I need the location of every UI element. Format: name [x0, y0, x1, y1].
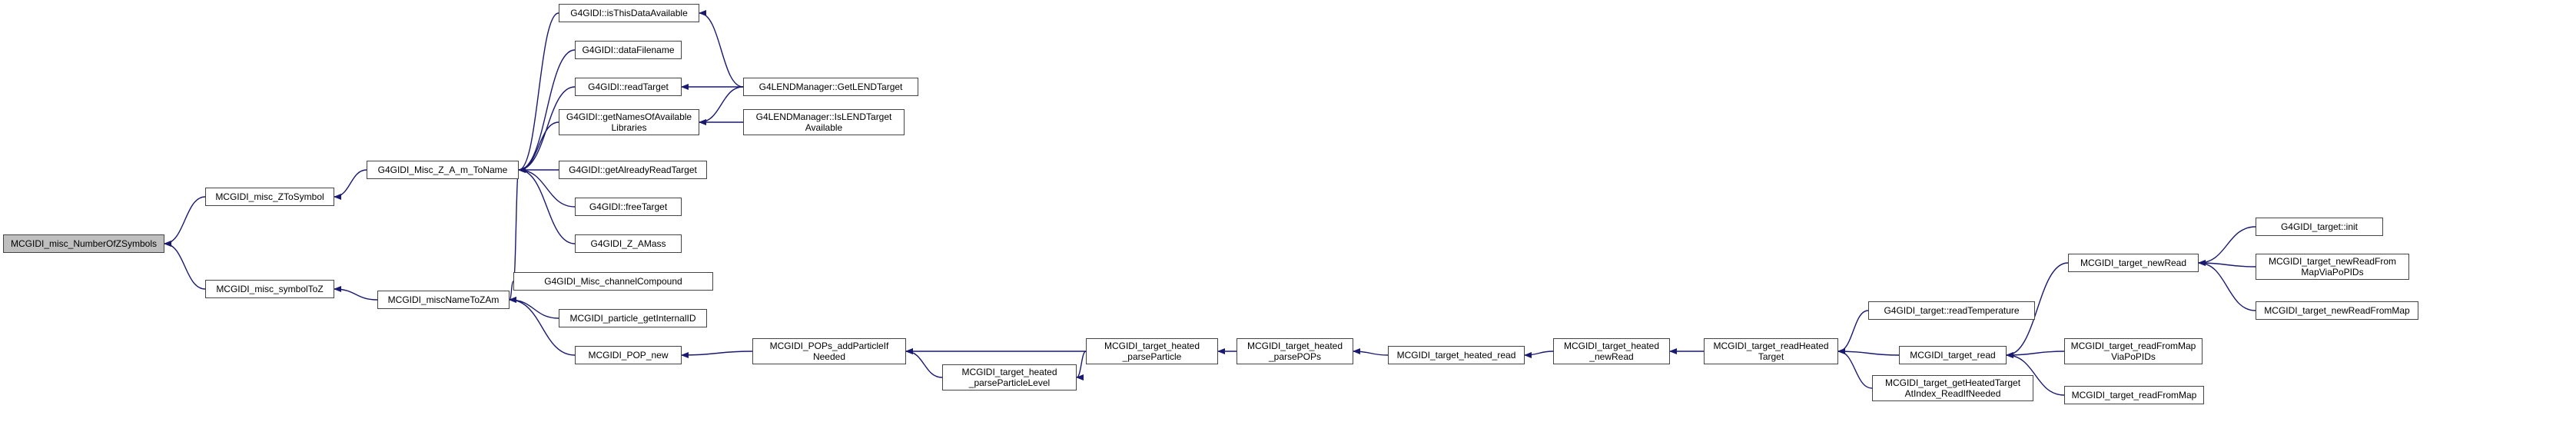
- edge-n22-to-n21: [1524, 351, 1554, 358]
- edge-n1-to-n0: [164, 196, 206, 247]
- edge-n10-to-n3: [518, 167, 576, 208]
- node-mcgidi-target-readheatedtarget[interactable]: MCGIDI_target_readHeated Target: [1704, 338, 1838, 364]
- node-g4gidi-target-readtemperature[interactable]: G4GIDI_target::readTemperature: [1868, 301, 2035, 320]
- node-mcgidi-target-getheatedtargetatindex-readifneeded[interactable]: MCGIDI_target_getHeatedTarget AtIndex_Re…: [1872, 375, 2033, 401]
- edge-n25-to-n23: [1837, 348, 1900, 356]
- edge-n3-to-n1: [334, 169, 367, 200]
- node-mcgidi-pop-new[interactable]: MCGIDI_POP_new: [575, 346, 682, 364]
- edge-n14-to-n4: [509, 297, 576, 356]
- edge-n8-to-n3: [518, 121, 559, 173]
- node-mcgidi-target-newreadfrommap[interactable]: MCGIDI_target_newReadFromMap: [2256, 301, 2418, 320]
- node-mcgidi-misc-symboltoz[interactable]: MCGIDI_misc_symbolToZ: [205, 280, 334, 298]
- node-mcgidi-target-newread[interactable]: MCGIDI_target_newRead: [2068, 254, 2199, 272]
- node-mcgidi-target-newreadfrommapviapopids[interactable]: MCGIDI_target_newReadFrom MapViaPoPIDs: [2256, 254, 2409, 280]
- node-g4gidi-freetarget[interactable]: G4GIDI::freeTarget: [575, 198, 682, 216]
- node-mcgidi-target-heated-read[interactable]: MCGIDI_target_heated_read: [1388, 346, 1525, 364]
- edge-n31-to-n27: [2198, 260, 2256, 268]
- edge-n29-to-n25: [2006, 352, 2065, 396]
- node-mcgidi-target-heated-parsepops[interactable]: MCGIDI_target_heated _parsePOPs: [1237, 338, 1353, 364]
- edge-n15-to-n5: [699, 10, 744, 88]
- edge-n2-to-n0: [164, 241, 206, 290]
- node-g4gidi-z-amass[interactable]: G4GIDI_Z_AMass: [575, 234, 682, 253]
- edge-n24-to-n23: [1837, 310, 1869, 354]
- node-g4gidi-getnamesofavailablelibraries[interactable]: G4GIDI::getNamesOfAvailable Libraries: [559, 109, 699, 135]
- node-g4gidi-datafilename[interactable]: G4GIDI::dataFilename: [575, 41, 682, 59]
- edge-n4-to-n2: [334, 286, 378, 301]
- edge-n28-to-n25: [2006, 351, 2065, 358]
- node-mcgidi-target-heated-newread[interactable]: MCGIDI_target_heated _newRead: [1553, 338, 1670, 364]
- edge-n11-to-n3: [518, 167, 576, 244]
- node-mcgidi-misc-ztosymbol[interactable]: MCGIDI_misc_ZToSymbol: [205, 188, 334, 206]
- edge-n17-to-n14: [681, 351, 753, 358]
- edge-n30-to-n27: [2198, 226, 2256, 266]
- node-g4gidi-misc-z-a-m-toname[interactable]: G4GIDI_Misc_Z_A_m_ToName: [367, 161, 519, 179]
- edge-n26-to-n23: [1837, 348, 1873, 389]
- node-g4lendmanager-islendtargetavailable[interactable]: G4LENDManager::IsLENDTarget Available: [743, 109, 905, 135]
- edge-n27-to-n25: [2006, 262, 2069, 358]
- edge-n6-to-n3: [518, 49, 576, 173]
- node-g4gidi-misc-channelcompound[interactable]: G4GIDI_Misc_channelCompound: [513, 272, 713, 291]
- node-g4gidi-getalreadyreadtarget[interactable]: G4GIDI::getAlreadyReadTarget: [559, 161, 707, 179]
- node-mcgidi-misc-numberofzsymbols[interactable]: MCGIDI_misc_NumberOfZSymbols: [3, 234, 164, 253]
- edge-n18-to-n17: [905, 348, 943, 378]
- node-g4lendmanager-getlendtarget[interactable]: G4LENDManager::GetLENDTarget: [743, 78, 918, 96]
- edge-n21-to-n20: [1353, 348, 1389, 356]
- node-mcgidi-target-heated-parseparticle[interactable]: MCGIDI_target_heated _parseParticle: [1086, 338, 1218, 364]
- node-mcgidi-misc-nametozam[interactable]: MCGIDI_miscNameToZAm: [377, 291, 510, 309]
- edge-n19-to-n18: [1076, 351, 1087, 381]
- edge-n5-to-n3: [518, 12, 559, 173]
- node-mcgidi-particle-getinternalid[interactable]: MCGIDI_particle_getInternalID: [559, 309, 707, 327]
- node-mcgidi-target-heated-parseparticlelevel[interactable]: MCGIDI_target_heated _parseParticleLevel: [942, 364, 1077, 390]
- node-mcgidi-target-readfrommap[interactable]: MCGIDI_target_readFromMap: [2064, 386, 2204, 404]
- node-g4gidi-target-init[interactable]: G4GIDI_target::init: [2256, 218, 2383, 236]
- node-mcgidi-target-read[interactable]: MCGIDI_target_read: [1899, 346, 2007, 364]
- edge-n15-to-n8: [699, 86, 744, 125]
- node-g4gidi-isthisdataavailable[interactable]: G4GIDI::isThisDataAvailable: [559, 4, 699, 22]
- edge-n32-to-n27: [2198, 260, 2256, 311]
- edge-n12-to-n3: [511, 167, 520, 282]
- node-mcgidi-pops-addparticleifneeded[interactable]: MCGIDI_POPs_addParticleIf Needed: [752, 338, 906, 364]
- node-g4gidi-readtarget[interactable]: G4GIDI::readTarget: [575, 78, 682, 96]
- node-mcgidi-target-readfrommapviapopids[interactable]: MCGIDI_target_readFromMap ViaPoPIDs: [2064, 338, 2203, 364]
